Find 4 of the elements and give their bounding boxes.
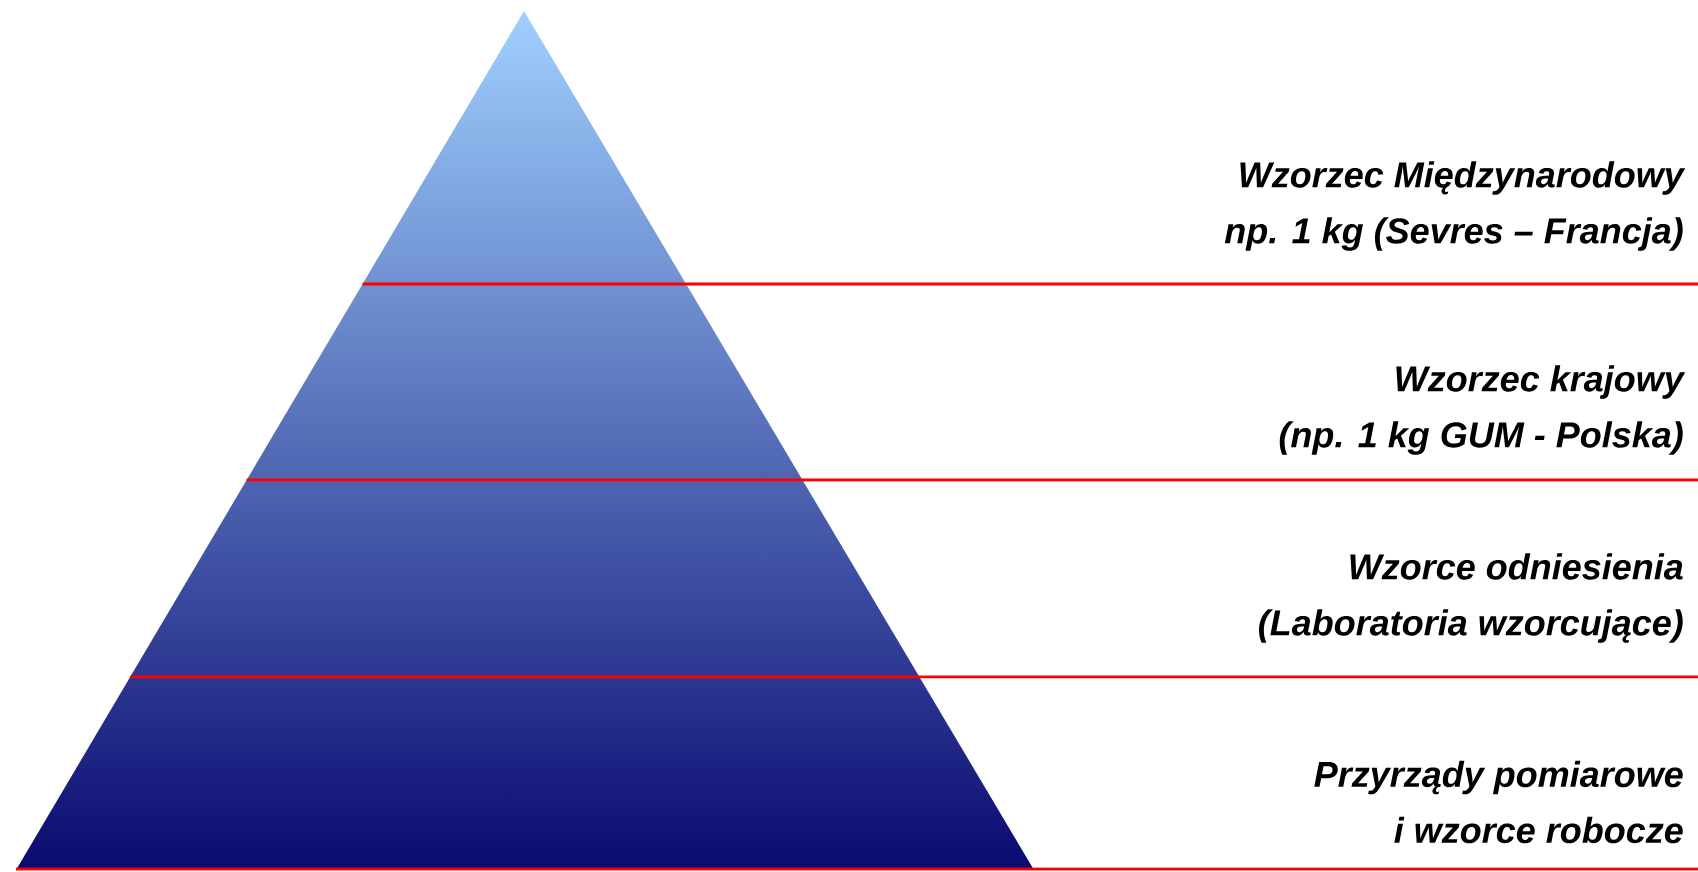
tier-label: Wzorce odniesienia (Laboratoria wzorcujące) <box>1259 553 1683 643</box>
tier-label: Przyrządy pomiarowe i wzorce robocze <box>1314 760 1683 844</box>
tier-label: Wzorzec Międzynarodowy np. 1 kg (Sevres – Francja) <box>1224 161 1686 251</box>
tier-label: Wzorzec krajowy (np. 1 kg GUM - Polska) <box>1279 365 1686 455</box>
